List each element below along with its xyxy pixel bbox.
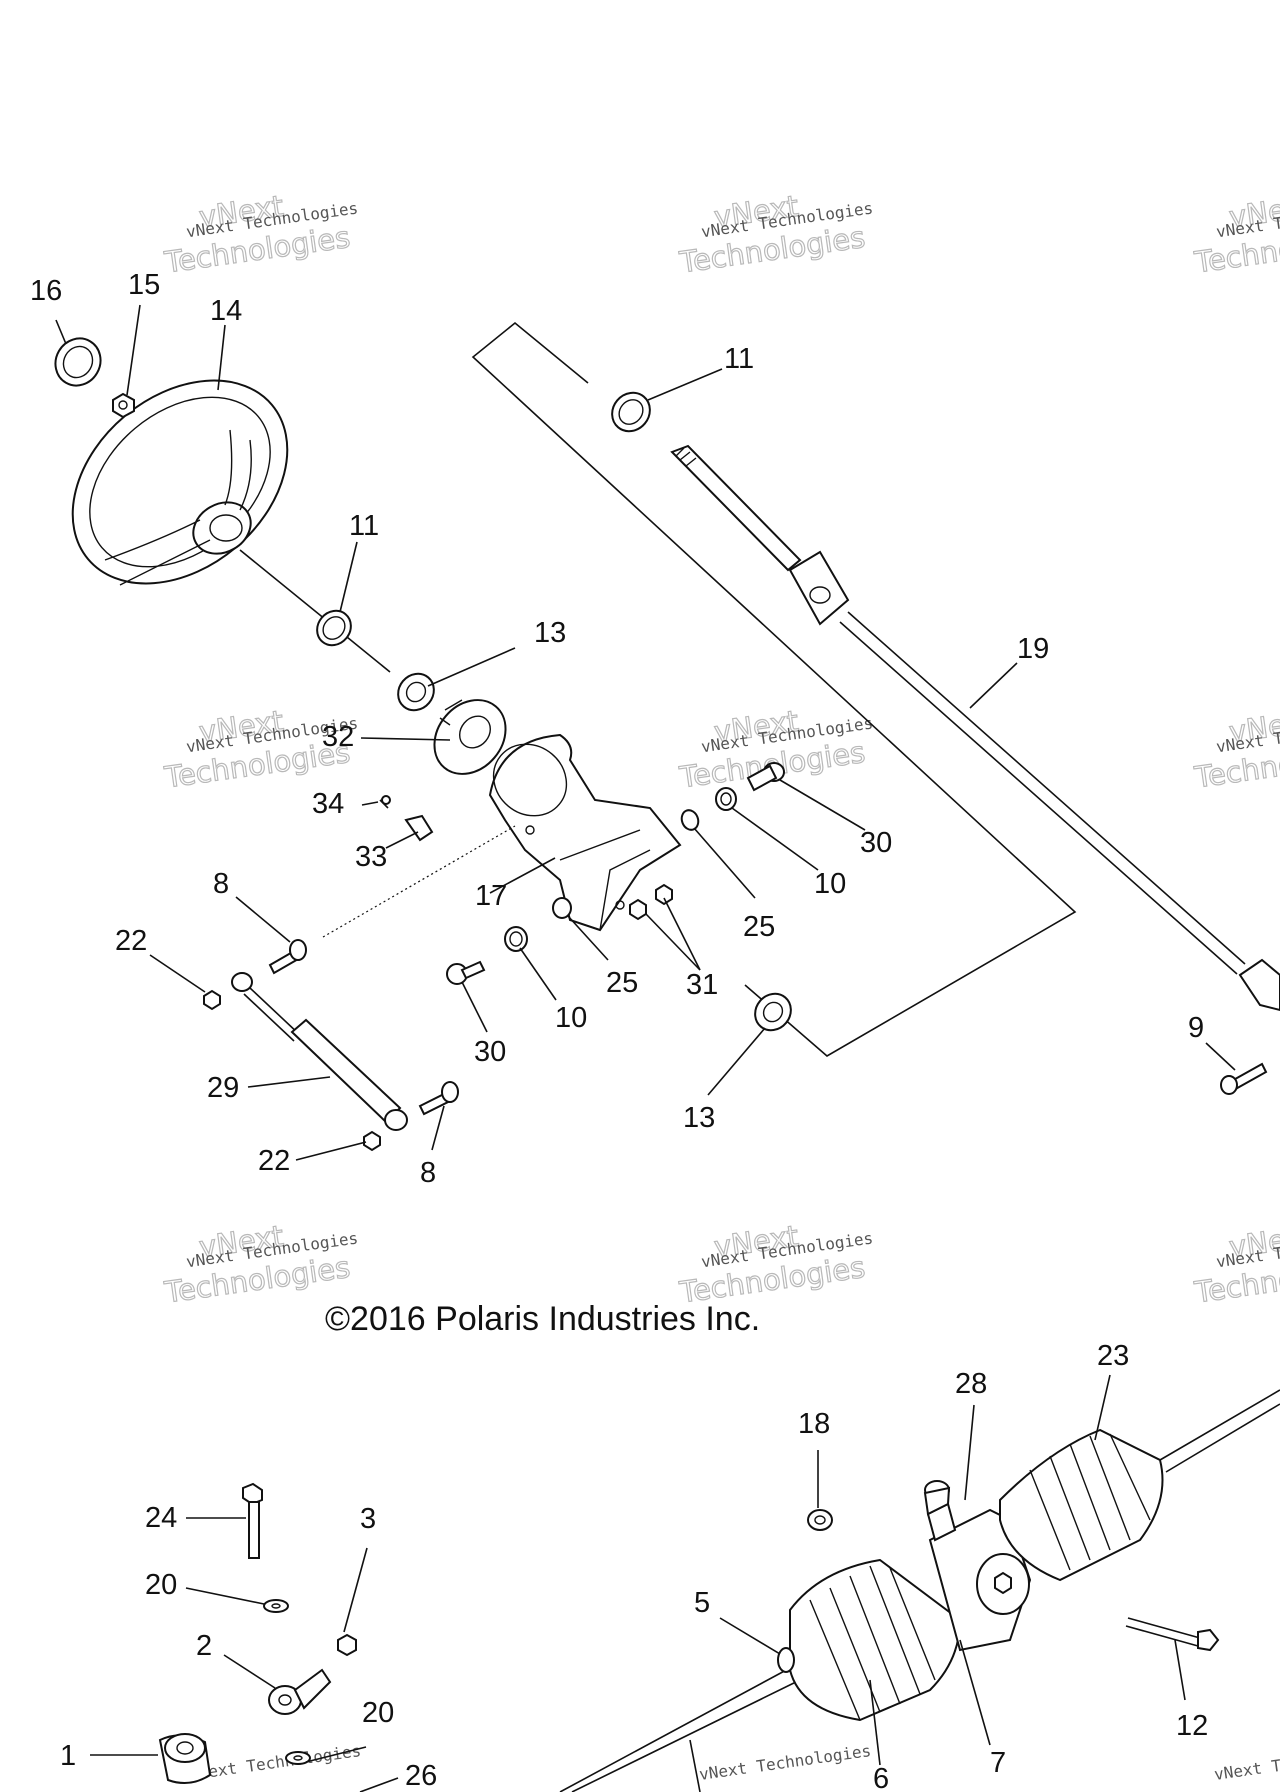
steering-shaft-19 xyxy=(670,444,1280,1012)
tie-rod-end-2 xyxy=(268,1668,332,1715)
callout-20: 20 xyxy=(362,1697,394,1729)
callout-13: 13 xyxy=(534,617,566,649)
bolt-12 xyxy=(1125,1617,1220,1652)
washer-25-upper xyxy=(680,809,700,831)
bushing-11-left xyxy=(316,609,352,647)
watermark-text: vNext Technologies xyxy=(188,1741,362,1784)
steering-wheel xyxy=(71,379,391,673)
callout-9: 9 xyxy=(1188,1012,1204,1044)
bolt-8-lower xyxy=(418,1081,459,1116)
callout-24: 24 xyxy=(145,1502,177,1534)
adapter-32 xyxy=(433,699,507,775)
callout-25: 25 xyxy=(606,967,638,999)
callout-10: 10 xyxy=(814,868,846,900)
washer-25-lower xyxy=(552,897,572,919)
callout-34: 34 xyxy=(312,788,344,820)
callout-33: 33 xyxy=(355,841,387,873)
screw-34 xyxy=(379,795,391,809)
nut-22-lower xyxy=(363,1130,381,1152)
callout-2: 2 xyxy=(196,1630,212,1662)
callout-28: 28 xyxy=(955,1368,987,1400)
bolt-8-upper xyxy=(268,939,307,975)
bearing-13-lower xyxy=(754,992,792,1032)
callout-17: 17 xyxy=(475,880,507,912)
nuts-31 xyxy=(629,883,673,921)
callout-22: 22 xyxy=(258,1145,290,1177)
callout-20: 20 xyxy=(145,1569,177,1601)
washer-20-lower xyxy=(285,1751,311,1765)
callout-12: 12 xyxy=(1176,1710,1208,1742)
callout-32: 32 xyxy=(322,721,354,753)
callout-30: 30 xyxy=(474,1036,506,1068)
callout-11: 11 xyxy=(349,510,379,542)
horn-cap-16 xyxy=(54,337,102,387)
callout-3: 3 xyxy=(360,1503,376,1535)
nut-18 xyxy=(807,1509,833,1531)
watermark-text: vNext Technologies xyxy=(698,1741,872,1784)
watermark-group: vNext vNext Technologies Technologies vN… xyxy=(161,188,1280,1784)
assembly-bracket-line xyxy=(471,321,1077,1057)
callout-18: 18 xyxy=(798,1408,830,1440)
callout-16: 16 xyxy=(30,275,62,307)
callout-8: 8 xyxy=(213,868,229,900)
callout-14: 14 xyxy=(210,295,242,327)
callout-8: 8 xyxy=(420,1157,436,1189)
washer-20-upper xyxy=(263,1599,289,1613)
dotted-alignment-line xyxy=(322,825,516,938)
bolt-30-upper xyxy=(746,762,785,792)
callout-23: 23 xyxy=(1097,1340,1129,1372)
leader-lines xyxy=(55,304,1236,1792)
callout-22: 22 xyxy=(115,925,147,957)
boot-1 xyxy=(158,1733,212,1785)
watermark-text: vNext Technologies xyxy=(1213,1741,1280,1784)
callout-30: 30 xyxy=(860,827,892,859)
bushing-11-right xyxy=(611,391,651,433)
callout-13: 13 xyxy=(683,1102,715,1134)
bolt-30-lower xyxy=(446,960,486,985)
steering-rack xyxy=(559,1389,1280,1792)
bushing-10-upper xyxy=(715,787,737,811)
nut-3 xyxy=(337,1633,357,1657)
callout-7: 7 xyxy=(990,1747,1006,1779)
callout-29: 29 xyxy=(207,1072,239,1104)
nut-15 xyxy=(112,392,135,419)
callout-11: 11 xyxy=(724,343,754,375)
bushing-10-lower xyxy=(504,926,528,952)
callout-26: 26 xyxy=(405,1760,437,1792)
callout-15: 15 xyxy=(128,269,160,301)
callout-25: 25 xyxy=(743,911,775,943)
bolt-9 xyxy=(1220,1062,1268,1095)
callout-31: 31 xyxy=(686,969,718,1001)
callout-labels: 16 15 14 11 11 13 19 32 34 33 30 10 25 1… xyxy=(30,269,1208,1792)
callout-1: 1 xyxy=(60,1740,76,1772)
clamp-5 xyxy=(777,1647,795,1673)
callout-10: 10 xyxy=(555,1002,587,1034)
gas-strut-29 xyxy=(231,972,408,1131)
callout-19: 19 xyxy=(1017,633,1049,665)
bolt-24 xyxy=(242,1482,263,1559)
column-bracket-17 xyxy=(488,733,682,932)
callout-5: 5 xyxy=(694,1587,710,1619)
bearing-13-upper xyxy=(397,672,435,712)
copyright-text: ©2016 Polaris Industries Inc. xyxy=(325,1300,760,1338)
callout-6: 6 xyxy=(873,1763,889,1792)
nut-22-upper xyxy=(203,989,221,1011)
